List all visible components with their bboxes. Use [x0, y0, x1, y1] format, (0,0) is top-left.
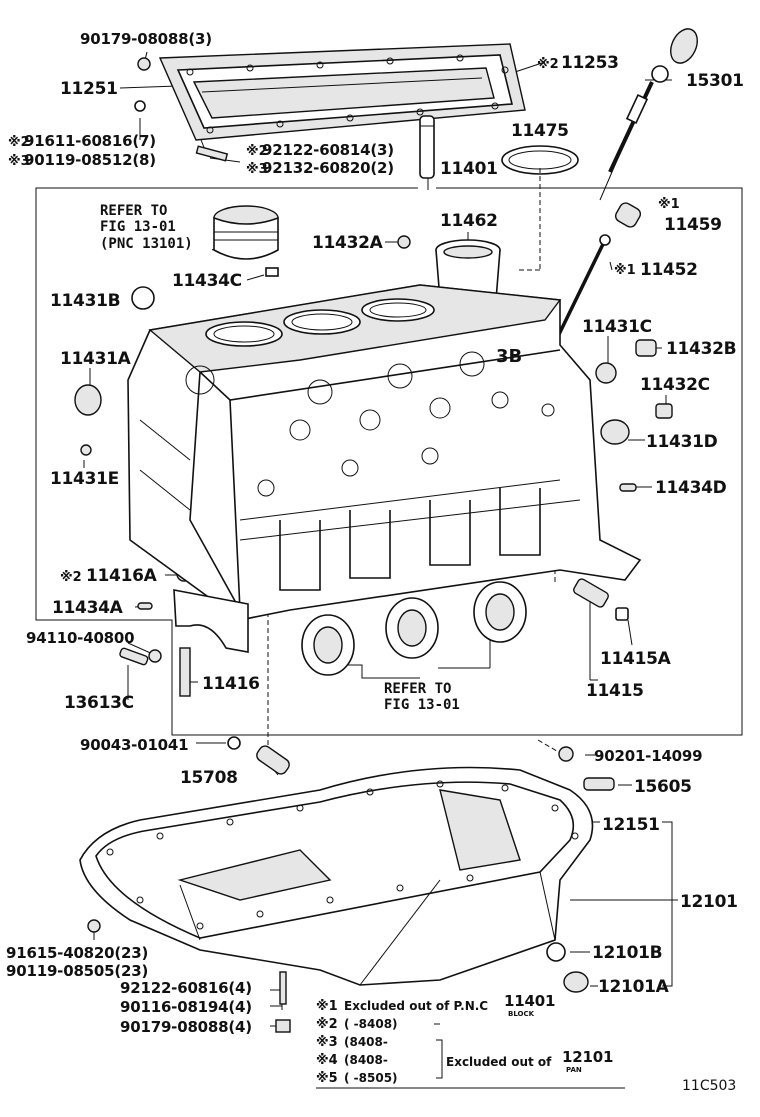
oil-pressure-switch-15708	[227, 736, 290, 775]
label-11452: 11452	[640, 260, 698, 280]
label-12101A: 12101A	[598, 977, 670, 997]
label-11431C: 11431C	[582, 317, 652, 337]
label-12101B: 12101B	[592, 943, 662, 963]
label-11434C: 11434C	[172, 271, 242, 291]
piston-assembly	[213, 205, 279, 277]
label-11431E: 11431E	[50, 469, 119, 489]
label-11432C: 11432C	[640, 375, 710, 395]
label-90043-01041: 90043-01041	[80, 736, 188, 754]
legend-group-pnc: 12101	[562, 1048, 613, 1066]
leader-lines	[35, 51, 743, 1027]
legend-mark-1: ※1	[316, 999, 338, 1014]
pan-fasteners	[87, 919, 589, 1033]
legend-bracket-pan	[436, 1039, 443, 1079]
label-11415A: 11415A	[600, 649, 672, 669]
label-15301: 15301	[686, 71, 744, 91]
label-15605: 15605	[634, 777, 692, 797]
small-plugs	[74, 202, 673, 666]
legend-mark-3: ※3	[316, 1035, 338, 1050]
label-11431D: 11431D	[646, 432, 718, 452]
cylinder-head-cover	[158, 43, 526, 141]
label-11459: 11459	[664, 215, 722, 235]
oil-filler-gasket-11475	[501, 145, 579, 175]
mark-2-11253: ※2	[537, 57, 559, 72]
label-91611-60816: 91611-60816(7)	[24, 132, 156, 150]
label-90116-08194: 90116-08194(4)	[120, 998, 252, 1016]
label-11432A: 11432A	[312, 233, 384, 253]
label-91615-40820: 91615-40820(23)	[6, 944, 148, 962]
label-11253: 11253	[561, 53, 619, 73]
label-11415: 11415	[586, 681, 644, 701]
block-frame	[35, 187, 743, 736]
legend-group-pnc-sub: PAN	[566, 1066, 582, 1074]
cylinder-block-11401: 3B	[127, 284, 642, 621]
label-11462: 11462	[440, 211, 498, 231]
drain-plug-15605	[558, 746, 615, 791]
label-11416: 11416	[202, 674, 260, 694]
mark-2-91611: ※2	[8, 135, 30, 150]
label-92122-60814: 92122-60814(3)	[262, 141, 394, 159]
legend-row1-pnc: 11401	[504, 992, 555, 1010]
label-90119-08505: 90119-08505(23)	[6, 962, 148, 980]
label-11475: 11475	[511, 121, 569, 141]
label-11432B: 11432B	[666, 339, 736, 359]
label-11416A: 11416A	[86, 566, 158, 586]
label-12151: 12151	[602, 815, 660, 835]
oil-pan-12101	[79, 766, 594, 986]
label-90201-14099: 90201-14099	[594, 747, 702, 765]
refer-bottom-line2: FIG 13-01	[384, 697, 460, 713]
cover-bolt-and-grommets	[134, 57, 435, 179]
mark-1-11459: ※1	[658, 197, 680, 212]
label-11431A: 11431A	[60, 349, 132, 369]
footnote-legend: ※1 Excluded out of P.N.C 11401 BLOCK ※2 …	[316, 992, 736, 1094]
label-11434D: 11434D	[655, 478, 727, 498]
legend-mark-5: ※5	[316, 1071, 338, 1086]
label-94110-40800: 94110-40800	[26, 629, 134, 647]
oil-jet-11415	[573, 578, 629, 621]
block-cast-mark: 3B	[496, 346, 522, 367]
mark-2-11416A: ※2	[60, 570, 82, 585]
refer-top-line3: (PNC 13101)	[100, 236, 193, 252]
label-12101: 12101	[680, 892, 738, 912]
mark-3-92132: ※3	[246, 162, 268, 177]
label-11431B: 11431B	[50, 291, 120, 311]
label-90179-08088-4: 90179-08088(4)	[120, 1018, 252, 1036]
legend-row1-text: Excluded out of P.N.C	[344, 999, 488, 1013]
refer-top-line1: REFER TO	[100, 203, 167, 219]
main-bearing-cap-11416	[173, 589, 249, 697]
figure-code: 11C503	[682, 1078, 736, 1094]
mark-3-90119: ※3	[8, 154, 30, 169]
legend-row2-text: ( -8408)	[344, 1017, 398, 1031]
legend-row4-text: (8408-	[344, 1053, 388, 1067]
part-labels: 90179-08088(3) ※2 11253 15301 11251 ※2 9…	[6, 30, 744, 1036]
mark-2-92122: ※2	[246, 144, 268, 159]
label-92122-60816: 92122-60816(4)	[120, 979, 252, 997]
label-13613C: 13613C	[64, 693, 134, 713]
label-92132-60820: 92132-60820(2)	[262, 159, 394, 177]
legend-group-text: Excluded out of	[446, 1055, 552, 1069]
legend-mark-2: ※2	[316, 1017, 338, 1032]
legend-row1-pnc-sub: BLOCK	[508, 1010, 535, 1018]
legend-mark-4: ※4	[316, 1053, 338, 1068]
legend-row5-text: ( -8505)	[344, 1071, 398, 1085]
main-bearings	[301, 581, 527, 676]
mark-1-11452: ※1	[614, 263, 636, 278]
label-11401: 11401	[440, 159, 498, 179]
label-15708: 15708	[180, 768, 238, 788]
label-11251: 11251	[60, 79, 118, 99]
legend-row3-text: (8408-	[344, 1035, 388, 1049]
refer-top-line2: FIG 13-01	[100, 219, 176, 235]
label-90119-08512: 90119-08512(8)	[24, 151, 156, 169]
refer-bottom-line1: REFER TO	[384, 681, 451, 697]
label-90179-08088-3: 90179-08088(3)	[80, 30, 212, 48]
oil-level-gauge-15301	[599, 28, 698, 201]
label-11434A: 11434A	[52, 598, 124, 618]
